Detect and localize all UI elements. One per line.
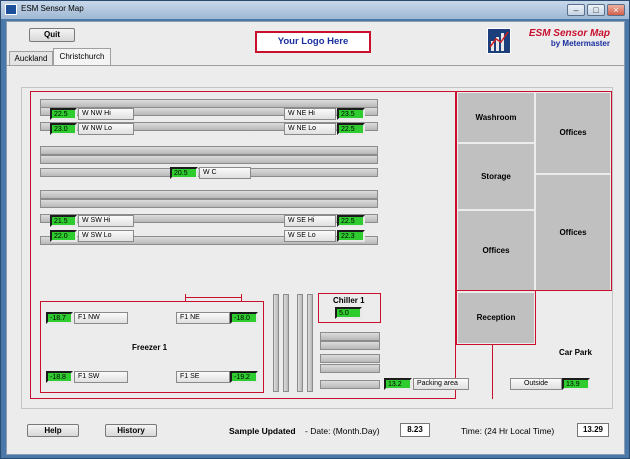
storage-room: Storage <box>458 144 534 209</box>
sensor-chiller-value: 5.0 <box>335 307 362 319</box>
warehouse-wall <box>30 91 456 399</box>
offices-room-left: Offices <box>458 211 534 290</box>
sensor-outside-label[interactable]: Outside <box>510 378 562 390</box>
rack-rail <box>40 190 378 199</box>
rack-rail <box>40 146 378 155</box>
rack-rail <box>40 199 378 208</box>
rack-rail <box>40 107 378 116</box>
rack-rail <box>40 214 378 223</box>
sensor-f1-ne-label[interactable]: F1 NE <box>176 312 230 324</box>
offices-room-top: Offices <box>536 93 610 173</box>
office-wing-wall <box>456 91 612 291</box>
title-bar: ESM Sensor Map – □ × <box>1 1 629 19</box>
sensor-w-ne-hi-label[interactable]: W NE Hi <box>284 108 336 120</box>
tab-auckland[interactable]: Auckland <box>9 51 53 65</box>
logo-placeholder: Your Logo Here <box>255 31 371 53</box>
freezer-door-post <box>241 294 242 302</box>
rack-rail <box>320 380 380 389</box>
sensor-w-c-value: 20.5 <box>170 167 198 179</box>
sensor-w-nw-hi-value: 22.5 <box>50 108 77 120</box>
time-label: Time: (24 Hr Local Time) <box>461 426 555 436</box>
sensor-outside-value: 13.9 <box>562 378 590 390</box>
vertical-rack <box>273 294 279 392</box>
chiller-label: Chiller 1 <box>333 296 365 305</box>
brand-chart-icon <box>487 28 511 54</box>
sensor-f1-sw-value: -18.8 <box>46 371 73 383</box>
history-button[interactable]: History <box>105 424 157 437</box>
close-icon[interactable]: × <box>607 4 625 16</box>
sensor-f1-se-label[interactable]: F1 SE <box>176 371 230 383</box>
reception-room: Reception <box>458 293 534 343</box>
sensor-w-se-hi-label[interactable]: W SE Hi <box>284 215 336 227</box>
sensor-f1-nw-label[interactable]: F1 NW <box>74 312 128 324</box>
sensor-f1-ne-value: -18.0 <box>230 312 258 324</box>
sensor-w-nw-hi-label[interactable]: W NW Hi <box>78 108 134 120</box>
app-icon <box>5 4 17 15</box>
tab-divider <box>7 65 624 66</box>
sensor-f1-nw-value: -18.7 <box>46 312 73 324</box>
tab-christchurch[interactable]: Christchurch <box>53 48 111 65</box>
sensor-map-panel: 22.5 W NW Hi 23.0 W NW Lo W NE Hi 23.5 W… <box>21 87 613 409</box>
rack-rail <box>40 122 378 131</box>
sensor-packing-label[interactable]: Packing area <box>413 378 469 390</box>
freezer-door <box>185 297 241 298</box>
sensor-w-se-lo-label[interactable]: W SE Lo <box>284 230 336 242</box>
sensor-f1-sw-label[interactable]: F1 SW <box>74 371 128 383</box>
rack-rail <box>40 155 378 164</box>
car-park-label: Car Park <box>559 348 592 357</box>
window-title: ESM Sensor Map <box>21 4 84 13</box>
sensor-w-ne-lo-value: 22.5 <box>337 123 365 135</box>
date-readout: 8.23 <box>400 423 430 437</box>
sensor-w-sw-hi-label[interactable]: W SW Hi <box>78 215 134 227</box>
minimize-icon[interactable]: – <box>567 4 585 16</box>
client-area: Quit Auckland Christchurch Your Logo Her… <box>6 21 625 455</box>
sensor-w-ne-hi-value: 23.5 <box>337 108 365 120</box>
offices-room-right: Offices <box>536 175 610 290</box>
sensor-w-sw-lo-label[interactable]: W SW Lo <box>78 230 134 242</box>
sensor-w-sw-hi-value: 21.5 <box>50 215 77 227</box>
brand-subtitle: by Metermaster <box>550 39 610 48</box>
quit-button[interactable]: Quit <box>29 28 75 42</box>
rack-rail <box>320 364 380 373</box>
rack-rail <box>320 341 380 350</box>
rack-rail <box>320 354 380 363</box>
sensor-packing-value: 13.2 <box>384 378 412 390</box>
sensor-w-nw-lo-value: 23.0 <box>50 123 77 135</box>
sensor-w-nw-lo-label[interactable]: W NW Lo <box>78 123 134 135</box>
vertical-rack <box>307 294 313 392</box>
rack-rail <box>320 332 380 341</box>
freezer-door-post <box>185 294 186 302</box>
help-button[interactable]: Help <box>27 424 79 437</box>
sensor-w-c-label[interactable]: W C <box>199 167 251 179</box>
date-label: - Date: (Month.Day) <box>305 426 380 436</box>
time-readout: 13.29 <box>577 423 609 437</box>
brand-title: ESM Sensor Map <box>528 28 610 39</box>
sensor-w-se-hi-value: 22.5 <box>337 215 365 227</box>
freezer-label: Freezer 1 <box>132 343 168 352</box>
vertical-rack <box>297 294 303 392</box>
sensor-w-se-lo-value: 22.3 <box>337 230 365 242</box>
maximize-icon[interactable]: □ <box>587 4 605 16</box>
chiller-room-wall <box>318 293 381 323</box>
brand-block: ESM Sensor Map by Metermaster <box>529 28 610 48</box>
sample-updated-label: Sample Updated <box>229 426 296 436</box>
reception-wall <box>456 291 536 345</box>
vertical-rack <box>283 294 289 392</box>
sensor-w-ne-lo-label[interactable]: W NE Lo <box>284 123 336 135</box>
washroom-room: Washroom <box>458 93 534 142</box>
freezer-room-wall <box>40 301 264 393</box>
reception-exit-wall <box>492 345 493 399</box>
sensor-w-sw-lo-value: 22.0 <box>50 230 77 242</box>
sensor-f1-se-value: -19.2 <box>230 371 258 383</box>
rack-rail <box>40 236 378 245</box>
